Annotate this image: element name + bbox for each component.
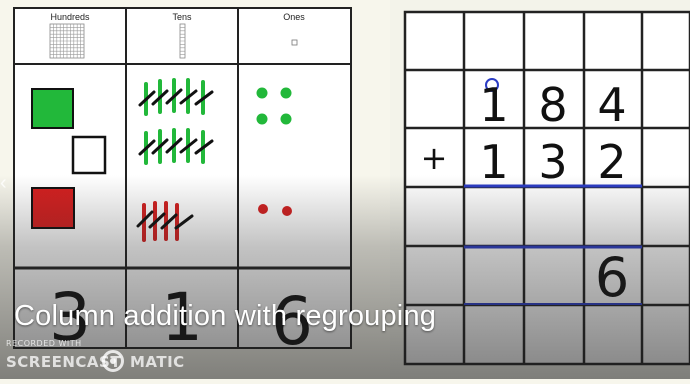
watermark-recorded-with: RECORDED WITH xyxy=(6,339,82,348)
header-tens: Tens xyxy=(172,12,192,22)
screencast-watermark: RECORDED WITH SCREENCAST MATIC xyxy=(6,339,186,375)
header-hundreds: Hundreds xyxy=(50,12,90,22)
video-caption: Column addition with regrouping xyxy=(14,300,436,333)
addend1-tens: 8 xyxy=(538,78,567,132)
addend2-tens: 3 xyxy=(538,135,567,189)
plus-sign: + xyxy=(421,139,448,177)
one-cube-icon xyxy=(292,40,297,45)
addition-grid: 1 8 4 + 1 3 2 6 xyxy=(405,12,690,364)
addend2-ones: 2 xyxy=(597,135,626,189)
red-hundred-square xyxy=(32,188,74,228)
ten-rod-icon xyxy=(180,24,185,58)
header-ones: Ones xyxy=(283,12,305,22)
addend2-hundreds: 1 xyxy=(479,135,508,189)
addend1-ones: 4 xyxy=(597,78,626,132)
watermark-matic: MATIC xyxy=(130,353,185,371)
prev-arrow-icon[interactable]: ‹ xyxy=(0,170,10,196)
screencast-logo-icon xyxy=(102,350,124,372)
hundred-square-icon xyxy=(50,24,84,58)
answer-ones: 6 xyxy=(595,246,629,309)
addend1-hundreds: 1 xyxy=(479,78,508,132)
green-hundred-square xyxy=(32,89,73,128)
empty-hundred-square xyxy=(73,137,105,173)
